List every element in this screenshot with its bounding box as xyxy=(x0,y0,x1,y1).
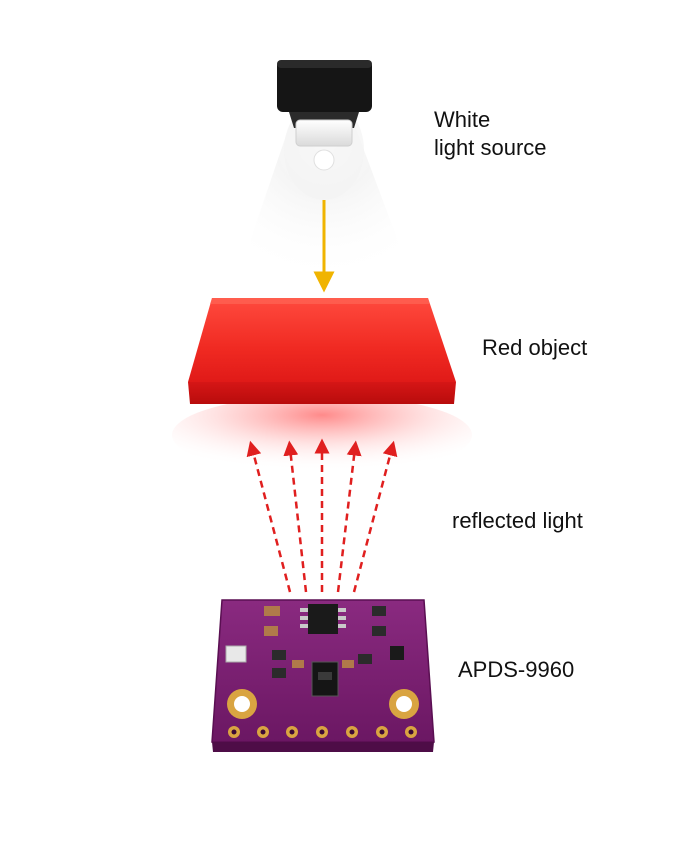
light-source-label: White light source xyxy=(434,106,547,162)
red-object xyxy=(172,298,472,475)
reflected-arrow-4 xyxy=(336,440,362,593)
sensor-label: APDS-9960 xyxy=(458,657,575,682)
mounting-hole-right xyxy=(389,689,419,719)
apds-9960-board xyxy=(211,599,435,752)
reflected-arrows xyxy=(246,438,398,593)
mounting-hole-left xyxy=(227,689,257,719)
reflected-light-label: reflected light xyxy=(452,508,583,533)
reflected-arrow-5 xyxy=(352,440,398,593)
white-pad xyxy=(225,645,247,663)
header-pins xyxy=(228,726,417,738)
reflected-arrow-1 xyxy=(246,440,292,593)
white-light-source xyxy=(277,60,372,171)
chip-top xyxy=(308,604,338,634)
light-source-label-line-2: light source xyxy=(434,135,547,160)
light-source-label-line-1: White xyxy=(434,107,491,132)
red-object-label: Red object xyxy=(482,335,588,360)
capacitor xyxy=(264,606,280,616)
reflected-arrow-2 xyxy=(283,440,308,593)
